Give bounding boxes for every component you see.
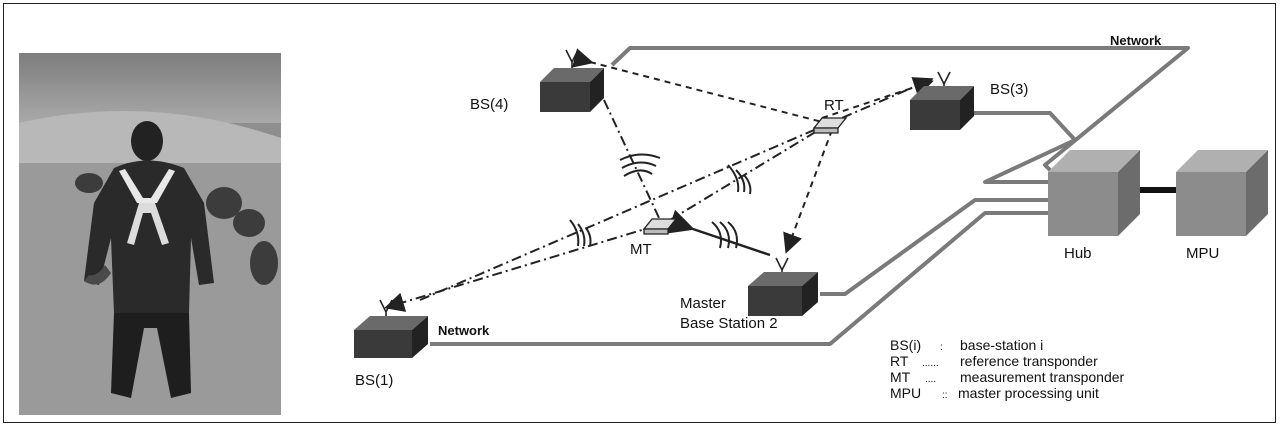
rt-label: RT xyxy=(824,97,844,114)
mt-transponder xyxy=(642,218,678,235)
legend-abbr: BS(i) xyxy=(890,337,921,353)
dashed-links xyxy=(384,48,934,312)
legend-abbr: RT xyxy=(890,353,909,369)
legend-desc: base-station i xyxy=(960,337,1043,353)
link-rt-bs3 xyxy=(821,77,934,119)
legend-desc: master processing unit xyxy=(958,385,1099,401)
legend-sep: :: xyxy=(942,390,948,401)
network-cable-master xyxy=(820,198,1055,296)
bs4-label: BS(4) xyxy=(470,96,508,113)
legend-abbr: MT xyxy=(890,369,911,385)
legend-sep: ...... xyxy=(922,358,939,369)
bs3-label: BS(3) xyxy=(990,81,1028,98)
link-mt-master xyxy=(667,209,771,257)
network-cable-bottom xyxy=(430,211,1055,346)
radio-waves xyxy=(569,153,752,249)
legend: BS(i) : base-station i RT ...... referen… xyxy=(890,337,1125,401)
legend-sep: : xyxy=(940,342,943,353)
photo-trees xyxy=(19,53,281,123)
rt-transponder xyxy=(812,117,848,134)
network-cable-bs3 xyxy=(966,111,1077,184)
mpu-label: MPU xyxy=(1186,245,1219,262)
link-mt-rt xyxy=(669,127,823,221)
master-label-line1: Master xyxy=(680,295,726,312)
link-rt-master xyxy=(783,129,833,254)
athlete-photo xyxy=(19,53,281,415)
legend-desc: reference transponder xyxy=(960,353,1098,369)
bs1-label: BS(1) xyxy=(355,372,393,389)
mpu-box xyxy=(1176,150,1268,236)
legend-abbr: MPU xyxy=(890,385,921,401)
link-mt-bs1 xyxy=(384,225,656,312)
hub-label: Hub xyxy=(1064,245,1092,262)
bs3-box xyxy=(910,86,974,130)
hub-box xyxy=(1048,150,1140,236)
bs4-box xyxy=(540,68,604,112)
link-bs1-bs3 xyxy=(419,77,934,301)
master-label-line2: Base Station 2 xyxy=(680,315,778,332)
network-top-label: Network xyxy=(1110,33,1162,48)
legend-desc: measurement transponder xyxy=(960,369,1125,385)
network-bottom-label: Network xyxy=(438,323,490,338)
link-bs4-rt xyxy=(572,48,823,123)
legend-sep: .... xyxy=(925,374,936,385)
master-base-station-box xyxy=(748,272,818,316)
bs1-box xyxy=(354,316,428,358)
athlete-figure xyxy=(84,121,214,398)
link-bs4-mt xyxy=(603,99,661,221)
mt-label: MT xyxy=(630,241,652,258)
photo-crowd xyxy=(75,173,278,285)
